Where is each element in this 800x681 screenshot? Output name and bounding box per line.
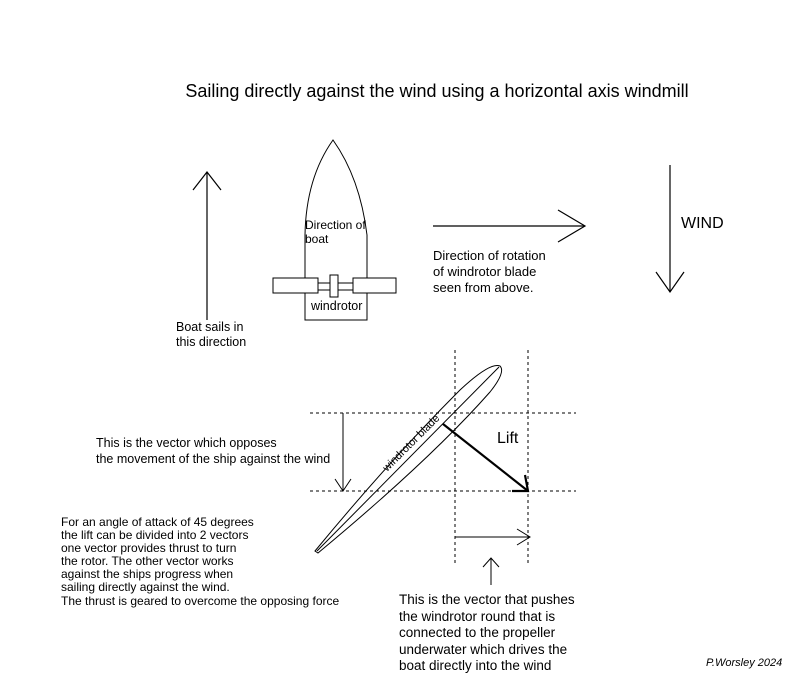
svg-text:one vector provides thrust to: one vector provides thrust to turn [61,541,236,555]
angle-note: For an angle of attack of 45 degrees the… [61,515,339,608]
pointer-up-arrow [482,557,500,585]
rotation-label-3: seen from above. [433,280,533,295]
rotation-arrow [433,209,587,243]
svg-text:connected to the propeller: connected to the propeller [399,625,556,640]
opposing-label-1: This is the vector which opposes [96,436,277,450]
boat-direction-arrow [192,171,222,320]
svg-text:the lift can be divided into 2: the lift can be divided into 2 vectors [61,528,248,542]
svg-text:underwater which drives the: underwater which drives the [399,642,567,657]
boat-sails-label-2: this direction [176,335,246,349]
boat-sails-label-1: Boat sails in [176,320,243,334]
svg-text:For an angle of attack of 45 d: For an angle of attack of 45 degrees [61,515,254,529]
wind-arrow [655,165,685,294]
blade-label: windrotor blade [380,412,442,474]
lift-label: Lift [497,430,519,447]
wind-label: WIND [681,215,724,232]
boat-label-1: Direction of [305,218,366,232]
thrust-note: This is the vector that pushes the windr… [399,592,575,673]
diagram-title: Sailing directly against the wind using … [185,81,688,101]
svg-text:sailing directly against the w: sailing directly against the wind. [61,580,230,594]
opposing-vector-arrow [334,413,352,492]
windrotor-label: windrotor [310,299,362,313]
guide-lines [310,350,576,565]
svg-text:against the ships progress whe: against the ships progress when [61,567,233,581]
rotation-label-2: of windrotor blade [433,264,536,279]
lift-arrow [442,423,530,493]
rotation-label-1: Direction of rotation [433,248,546,263]
opposing-label-2: the movement of the ship against the win… [96,452,330,466]
svg-text:the windrotor round that is: the windrotor round that is [399,609,555,624]
boat-outline [272,139,397,321]
windrotor-blade [314,365,503,554]
svg-text:This is the vector that pushes: This is the vector that pushes [399,592,575,607]
boat-label-2: boat [305,232,329,246]
svg-text:the rotor. The other vector wo: the rotor. The other vector works [61,554,234,568]
svg-text:The thrust is geared to overco: The thrust is geared to overcome the opp… [61,594,339,608]
thrust-vector-arrow [455,528,531,546]
svg-text:boat directly into the wind: boat directly into the wind [399,658,551,673]
signature: P.Worsley 2024 [706,657,782,669]
